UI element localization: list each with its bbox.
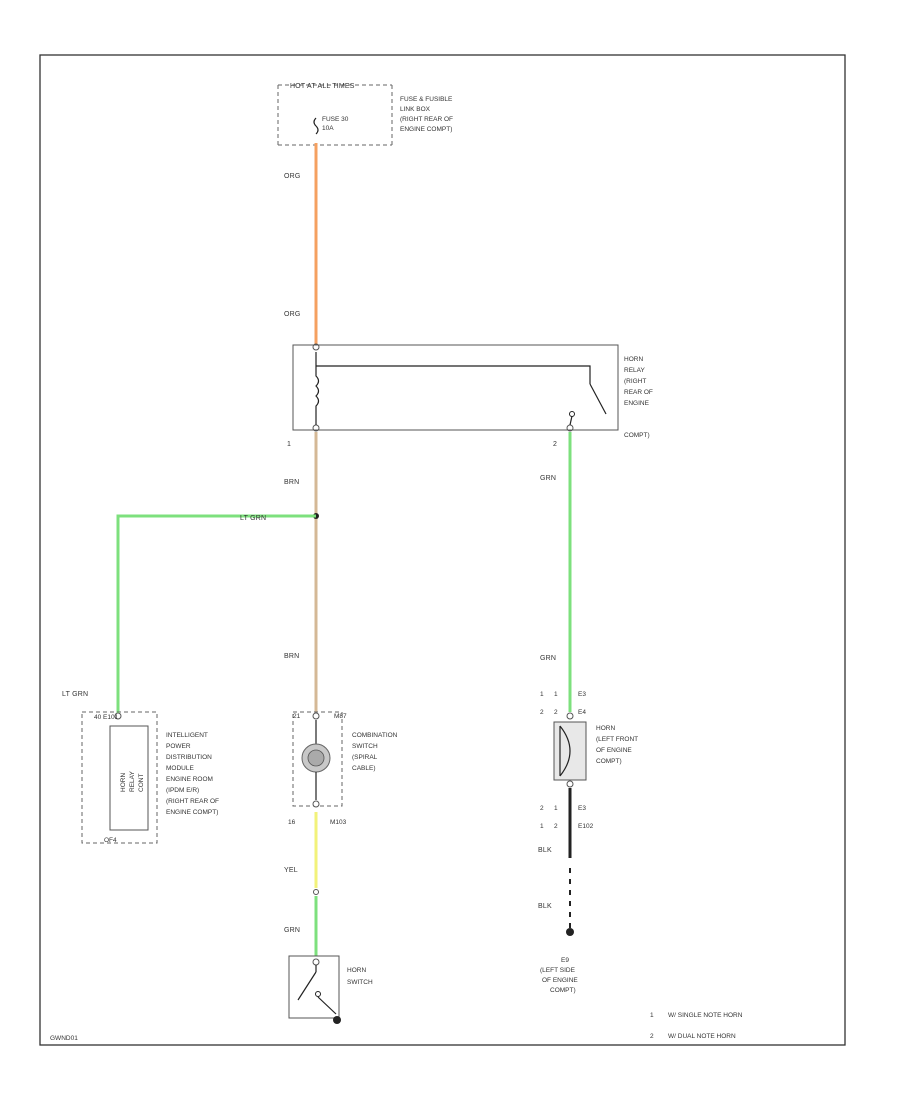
wire-label-grn-right-upper: GRN xyxy=(540,475,556,482)
combo-desc-4: CABLE) xyxy=(352,765,375,772)
fuse-label-line-1: FUSE 30 xyxy=(322,116,349,123)
horn-conn-bot-1-b: 1 xyxy=(554,805,558,812)
horn-conn-top-2-c: E4 xyxy=(578,709,586,716)
horn-conn-bot-1-c: E3 xyxy=(578,805,586,812)
footnotes: 1 W/ SINGLE NOTE HORN 2 W/ DUAL NOTE HOR… xyxy=(650,1012,743,1040)
wire-label-brn-lower: BRN xyxy=(284,653,299,660)
horn-relay-desc-4: REAR OF xyxy=(624,389,653,396)
fuse-box: HOT AT ALL TIMES FUSE 30 10A FUSE & FUSI… xyxy=(277,83,453,146)
wire-label-grn-right-lower: GRN xyxy=(540,655,556,662)
ipdm-inner-1: HORN xyxy=(120,773,127,792)
wire-label-lt-grn-branch: LT GRN xyxy=(240,515,266,522)
ipdm-module: 40 E101 HORN RELAY CONT OF4 INTELLIGENT … xyxy=(81,711,219,844)
horn-relay-desc-3: (RIGHT xyxy=(624,378,646,385)
combination-switch: 21 M87 16 M103 COMBINATION SWITCH (SPIRA… xyxy=(288,711,398,826)
fuse-box-desc-2: LINK BOX xyxy=(400,106,431,113)
inline-connector xyxy=(313,889,319,895)
combo-bottom-connector: M103 xyxy=(330,819,347,826)
fuse-box-desc-3: (RIGHT REAR OF xyxy=(400,116,453,123)
wire-label-org-upper: ORG xyxy=(284,173,301,180)
combo-pin-top: 21 xyxy=(293,713,301,720)
horn-conn-top-2-a: 2 xyxy=(540,709,544,716)
wire-label-blk-upper: BLK xyxy=(538,847,552,854)
horn-switch: HORN SWITCH xyxy=(288,955,373,1024)
wire-lt-grn xyxy=(116,514,316,712)
horn-relay-pin-2: 2 xyxy=(553,441,557,448)
horn-relay: 1 2 HORN RELAY (RIGHT REAR OF ENGINE COM… xyxy=(287,343,653,448)
ground-desc-2: OF ENGINE xyxy=(542,977,578,984)
horn-relay-pin-1: 1 xyxy=(287,441,291,448)
horn-conn-bot-1-a: 2 xyxy=(540,805,544,812)
combo-desc-2: SWITCH xyxy=(352,743,378,750)
ground-desc-1: (LEFT SIDE xyxy=(540,967,576,974)
combo-desc-3: (SPIRAL xyxy=(352,754,378,761)
footnote-1-num: 1 xyxy=(650,1012,654,1019)
horn-switch-ground xyxy=(333,1016,341,1024)
wire-label-grn-horn-switch: GRN xyxy=(284,927,300,934)
horn-relay-desc-2: RELAY xyxy=(624,367,645,374)
ipdm-desc-8: ENGINE COMPT) xyxy=(166,809,218,816)
ipdm-inner-3: CONT xyxy=(138,774,145,792)
horn-component: 1 1 E3 2 2 E4 HORN (LEFT FRONT OF ENGINE… xyxy=(540,691,638,830)
ipdm-connector: 40 E101 xyxy=(94,714,119,721)
ipdm-desc-7: (RIGHT REAR OF xyxy=(166,798,219,805)
ipdm-bottom-label: OF4 xyxy=(104,837,117,844)
horn-desc-2: (LEFT FRONT xyxy=(596,736,638,743)
footnote-2-text: W/ DUAL NOTE HORN xyxy=(668,1033,736,1040)
wire-label-yel: YEL xyxy=(284,867,298,874)
ipdm-desc-1: INTELLIGENT xyxy=(166,732,208,739)
horn-desc-3: OF ENGINE xyxy=(596,747,632,754)
fuse-symbol xyxy=(313,117,319,135)
footnote-2-num: 2 xyxy=(650,1033,654,1040)
fuse-box-desc-1: FUSE & FUSIBLE xyxy=(400,96,453,103)
horn-desc-1: HORN xyxy=(596,725,615,732)
footnote-1-text: W/ SINGLE NOTE HORN xyxy=(668,1012,743,1019)
ipdm-desc-5: ENGINE ROOM xyxy=(166,776,213,783)
wire-label-org-lower: ORG xyxy=(284,311,301,318)
horn-relay-desc-1: HORN xyxy=(624,356,643,363)
wire-label-lt-grn-ipdm: LT GRN xyxy=(62,691,88,698)
ground-e9: E9 (LEFT SIDE OF ENGINE COMPT) xyxy=(540,957,578,994)
horn-relay-desc-6: COMPT) xyxy=(624,432,650,439)
combo-pin-bottom: 16 xyxy=(288,819,296,826)
horn-desc-4: COMPT) xyxy=(596,758,622,765)
horn-switch-desc-2: SWITCH xyxy=(347,979,373,986)
horn-conn-top-2-b: 2 xyxy=(554,709,558,716)
fuse-box-header: HOT AT ALL TIMES xyxy=(290,83,355,90)
combo-connector: M87 xyxy=(334,713,347,720)
ipdm-desc-4: MODULE xyxy=(166,765,194,772)
horn-relay-desc-5: ENGINE xyxy=(624,400,650,407)
horn-conn-top-1-c: E3 xyxy=(578,691,586,698)
fuse-label-line-2: 10A xyxy=(322,125,334,132)
ipdm-desc-2: POWER xyxy=(166,743,191,750)
diagram-frame xyxy=(39,54,846,1046)
horn-conn-top-1-a: 1 xyxy=(540,691,544,698)
ground-desc-3: COMPT) xyxy=(550,987,576,994)
ipdm-desc-3: DISTRIBUTION xyxy=(166,754,212,761)
horn-conn-bot-2-a: 1 xyxy=(540,823,544,830)
ground-id: E9 xyxy=(561,957,569,964)
wire-label-brn-upper: BRN xyxy=(284,479,299,486)
horn-conn-bot-2-b: 2 xyxy=(554,823,558,830)
wire-label-blk-lower: BLK xyxy=(538,903,552,910)
horn-conn-top-1-b: 1 xyxy=(554,691,558,698)
ground-point-e9 xyxy=(566,928,574,936)
fuse-box-desc-4: ENGINE COMPT) xyxy=(400,126,452,133)
horn-switch-desc-1: HORN xyxy=(347,967,366,974)
ipdm-desc-6: (IPDM E/R) xyxy=(166,787,199,794)
ipdm-inner-2: RELAY xyxy=(129,771,136,792)
diagram-id: GWND01 xyxy=(50,1035,78,1042)
combo-desc-1: COMBINATION xyxy=(352,732,398,739)
horn-conn-bot-2-c: E102 xyxy=(578,823,594,830)
